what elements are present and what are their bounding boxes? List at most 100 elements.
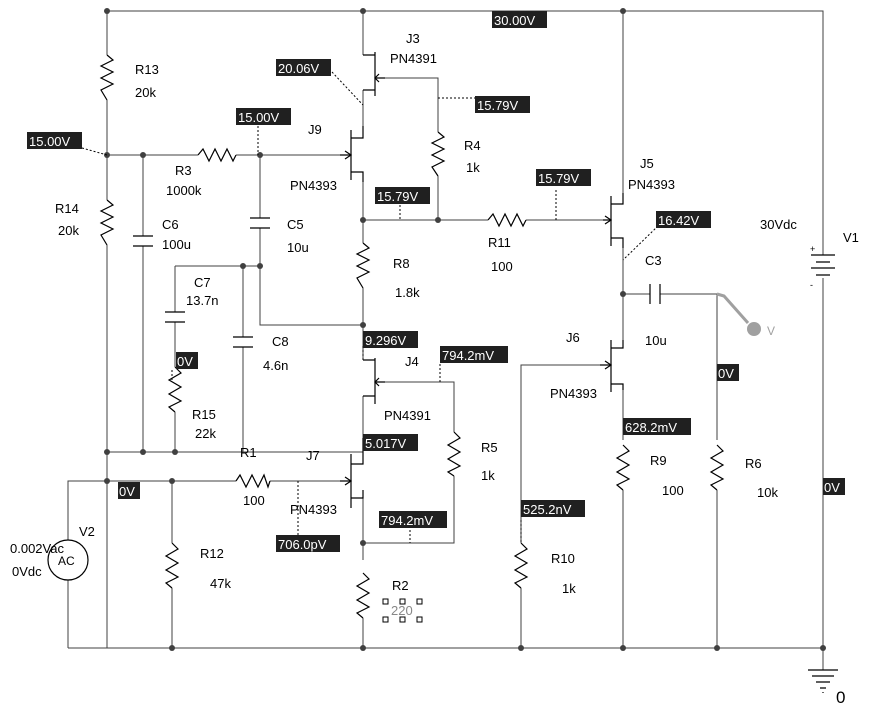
resistor-r1[interactable]: R1 100 xyxy=(235,445,271,508)
svg-text:16.42V: 16.42V xyxy=(658,213,700,228)
jfet-j5[interactable]: J5 PN4393 xyxy=(603,156,675,248)
voltage-0v-input: 0V xyxy=(118,482,140,499)
jfet-j4[interactable]: J4 PN4391 xyxy=(363,354,431,423)
svg-text:525.2nV: 525.2nV xyxy=(523,502,572,517)
voltage-0v-r15: 0V xyxy=(176,352,198,369)
r9-value: 100 xyxy=(662,483,684,498)
jfet-j7[interactable]: J7 PN4393 xyxy=(290,438,364,517)
capacitor-c8[interactable]: C8 4.6n xyxy=(233,334,289,373)
resistor-r11[interactable]: R11 100 xyxy=(487,212,527,274)
svg-text:15.79V: 15.79V xyxy=(538,171,580,186)
voltage-1642v: 16.42V xyxy=(656,211,711,228)
resistor-r13[interactable]: R13 20k xyxy=(99,54,159,101)
r2-ref: R2 xyxy=(392,578,409,593)
svg-text:628.2mV: 628.2mV xyxy=(625,420,677,435)
ac-source-v2[interactable]: AC V2 0.002Vac 0Vdc xyxy=(10,524,95,581)
probe-label: V xyxy=(767,324,775,338)
c5-value: 10u xyxy=(287,240,309,255)
r2-value-selection[interactable] xyxy=(382,598,423,623)
r4-ref: R4 xyxy=(464,138,481,153)
jfet-j9[interactable]: J9 PN4393 xyxy=(290,122,364,193)
r15-value: 22k xyxy=(195,426,216,441)
jfet-j6[interactable]: J6 PN4393 xyxy=(550,330,624,401)
r8-value: 1.8k xyxy=(395,285,420,300)
voltage-15v-r3: 15.00V xyxy=(236,108,291,125)
svg-text:794.2mV: 794.2mV xyxy=(442,348,494,363)
j6-model: PN4393 xyxy=(550,386,597,401)
jfet-j3[interactable]: J3 PN4391 xyxy=(363,31,437,96)
j5-model: PN4393 xyxy=(628,177,675,192)
svg-text:+: + xyxy=(810,244,815,254)
wires xyxy=(67,10,824,670)
svg-text:5.017V: 5.017V xyxy=(365,436,407,451)
c3-ref: C3 xyxy=(645,253,662,268)
resistor-r12[interactable]: R12 47k xyxy=(164,542,231,591)
r5-ref: R5 xyxy=(481,440,498,455)
r3-ref: R3 xyxy=(175,163,192,178)
j9-model: PN4393 xyxy=(290,178,337,193)
resistor-r6[interactable]: R6 10k xyxy=(709,444,778,500)
r6-ref: R6 xyxy=(745,456,762,471)
capacitor-c6[interactable]: C6 100u xyxy=(133,217,191,252)
r13-ref: R13 xyxy=(135,62,159,77)
j4-model: PN4391 xyxy=(384,408,431,423)
voltage-2006v: 20.06V xyxy=(276,59,331,76)
dc-source-v1[interactable]: + - V1 30Vdc xyxy=(760,217,859,290)
c7-ref: C7 xyxy=(194,275,211,290)
resistor-r8[interactable]: R8 1.8k xyxy=(355,242,420,300)
svg-text:20.06V: 20.06V xyxy=(278,61,320,76)
capacitor-c7[interactable]: C7 13.7n xyxy=(165,275,219,323)
v2-value-ac: 0.002Vac xyxy=(10,541,64,556)
c7-value: 13.7n xyxy=(186,293,219,308)
resistor-r10[interactable]: R10 1k xyxy=(513,542,576,596)
r15-ref: R15 xyxy=(192,407,216,422)
voltage-probe-marker[interactable]: V xyxy=(716,292,775,338)
j4-ref: J4 xyxy=(405,354,419,369)
voltage-7942mv-r5: 794.2mV xyxy=(379,511,447,528)
v1-ref: V1 xyxy=(843,230,859,245)
c6-ref: C6 xyxy=(162,217,179,232)
r5-value: 1k xyxy=(481,468,495,483)
r10-ref: R10 xyxy=(551,551,575,566)
capacitor-c3[interactable]: C3 10u xyxy=(645,253,667,348)
capacitor-c5[interactable]: C5 10u xyxy=(250,217,309,255)
resistor-r3[interactable]: R3 1000k xyxy=(166,147,237,198)
voltage-leaders xyxy=(81,71,659,543)
c8-ref: C8 xyxy=(272,334,289,349)
resistor-r5[interactable]: R5 1k xyxy=(446,431,498,483)
resistor-r9[interactable]: R9 100 xyxy=(615,444,684,498)
r14-ref: R14 xyxy=(55,201,79,216)
voltage-readouts: 30.00V 20.06V 15.79V 15.00V 15.00V 15.79… xyxy=(27,11,845,552)
svg-text:0V: 0V xyxy=(177,354,193,369)
svg-text:0V: 0V xyxy=(119,484,135,499)
r12-value: 47k xyxy=(210,576,231,591)
svg-text:706.0pV: 706.0pV xyxy=(278,537,327,552)
c6-value: 100u xyxy=(162,237,191,252)
voltage-1579v-a: 15.79V xyxy=(375,187,430,204)
r2-value: 220 xyxy=(391,603,413,618)
c5-ref: C5 xyxy=(287,217,304,232)
r10-value: 1k xyxy=(562,581,576,596)
voltage-5252nv: 525.2nV xyxy=(521,500,585,517)
r6-value: 10k xyxy=(757,485,778,500)
voltage-7942mv-j4: 794.2mV xyxy=(440,346,508,363)
voltage-1579v-b: 15.79V xyxy=(536,169,591,186)
resistor-r14[interactable]: R14 20k xyxy=(55,199,115,246)
voltage-9296v: 9.296V xyxy=(363,331,418,348)
resistor-r2[interactable]: R2 220 xyxy=(355,572,423,623)
r9-ref: R9 xyxy=(650,453,667,468)
svg-text:30.00V: 30.00V xyxy=(494,13,536,28)
j6-ref: J6 xyxy=(566,330,580,345)
voltage-0v-r6: 0V xyxy=(717,364,739,381)
voltage-0v-v1: 0V xyxy=(823,478,845,495)
ground-symbol: 0 xyxy=(808,669,845,707)
svg-text:15.00V: 15.00V xyxy=(238,110,280,125)
voltage-30v: 30.00V xyxy=(492,11,547,28)
svg-text:794.2mV: 794.2mV xyxy=(381,513,433,528)
resistor-r4[interactable]: R4 1k xyxy=(430,131,481,177)
c3-value: 10u xyxy=(645,333,667,348)
resistor-r15[interactable]: R15 22k xyxy=(167,366,216,441)
ground-label: 0 xyxy=(836,688,845,707)
svg-text:15.00V: 15.00V xyxy=(29,134,71,149)
